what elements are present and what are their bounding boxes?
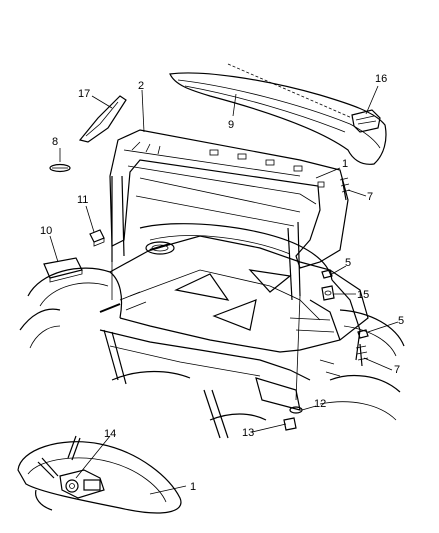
callout-7-upper: 7 bbox=[367, 191, 373, 203]
sport-bar-part-2 bbox=[109, 129, 349, 301]
pad-part-12 bbox=[43, 257, 83, 283]
callout-5-upper: 5 bbox=[345, 257, 351, 269]
callout-11: 9 bbox=[228, 119, 234, 131]
callout-16: 16 bbox=[375, 73, 387, 85]
callout-1-lower: 1 bbox=[190, 481, 196, 493]
callout-14: 14 bbox=[104, 428, 116, 440]
nut-part-5-upper bbox=[321, 269, 333, 279]
nut-part-9 bbox=[283, 417, 297, 431]
leader-lines bbox=[49, 85, 399, 495]
callout-1-upper: 1 bbox=[342, 158, 348, 170]
clip-part-10 bbox=[49, 163, 71, 173]
callout-10: 8 bbox=[52, 136, 58, 148]
callout-7-lower: 7 bbox=[394, 364, 400, 376]
washer-part-15 bbox=[321, 285, 335, 301]
callout-12: 10 bbox=[40, 225, 52, 237]
callout-2: 2 bbox=[138, 80, 144, 92]
bumper-block-part-13 bbox=[89, 229, 105, 247]
callout-5-lower: 5 bbox=[398, 315, 404, 327]
stud-part-7-lower bbox=[355, 343, 369, 367]
callout-8: 12 bbox=[314, 398, 326, 410]
spoiler-end-cap-part-16 bbox=[351, 109, 381, 133]
dashed-guide-line bbox=[227, 63, 353, 119]
rear-spoiler-part-11 bbox=[169, 72, 387, 165]
trim-piece-part-17 bbox=[78, 95, 127, 143]
nut-part-5-lower bbox=[357, 329, 369, 339]
callout-9: 13 bbox=[242, 427, 254, 439]
callout-13: 11 bbox=[77, 194, 88, 206]
body-tub bbox=[19, 223, 405, 439]
inset-latch-detail bbox=[17, 435, 182, 514]
callout-15: 15 bbox=[357, 289, 369, 301]
callout-17: 17 bbox=[78, 88, 90, 100]
guide-right bbox=[295, 295, 301, 401]
